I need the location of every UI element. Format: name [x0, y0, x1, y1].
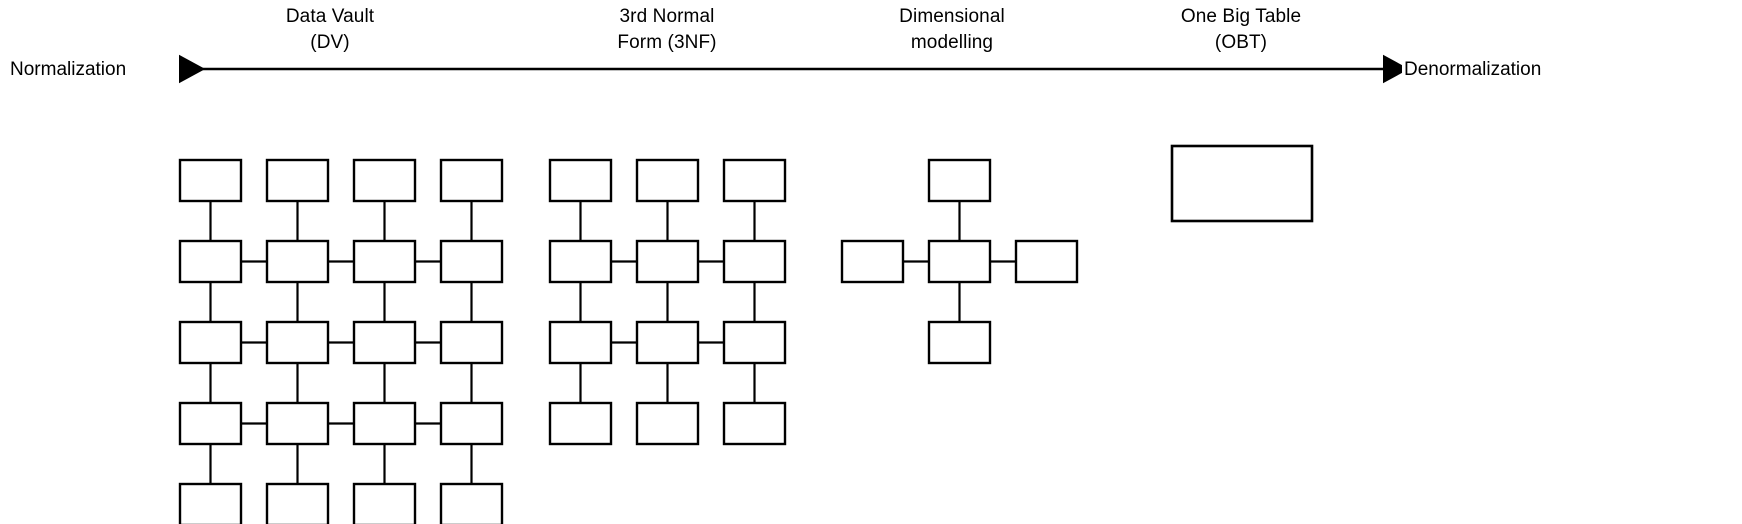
column-header-one-big-table: One Big Table (OBT)	[1180, 6, 1302, 53]
dv-node	[265, 401, 330, 446]
dm-node-right	[1014, 239, 1079, 284]
nf-node	[548, 158, 613, 203]
nf-node	[722, 158, 787, 203]
nf-horizontal-links	[611, 260, 724, 344]
dm-nodes	[840, 158, 1079, 365]
dv-node	[178, 401, 243, 446]
nf-vertical-links	[579, 201, 756, 403]
dv-node	[178, 482, 243, 524]
dm-links	[903, 201, 1016, 322]
nf-node	[722, 320, 787, 365]
obt-node	[1170, 144, 1314, 223]
schema-group-dimensional-modelling	[840, 158, 1079, 365]
dm-node-center	[927, 239, 992, 284]
column-header-data-vault: Data Vault (DV)	[285, 6, 375, 53]
column-header-third-normal-form: 3rd Normal Form (3NF)	[617, 6, 717, 53]
spectrum-arrow	[179, 54, 1402, 84]
dv-node	[178, 320, 243, 365]
nf-node	[548, 239, 613, 284]
dm-node-left	[840, 239, 905, 284]
dv-node	[265, 158, 330, 203]
dv-node	[178, 239, 243, 284]
nf-node	[635, 239, 700, 284]
dm-node-top	[927, 158, 992, 203]
schema-group-one-big-table	[1170, 144, 1314, 223]
dm-node-bottom	[927, 320, 992, 365]
dv-vertical-links	[209, 201, 473, 484]
dv-node	[352, 482, 417, 524]
dv-horizontal-links	[241, 260, 441, 425]
dv-node	[439, 239, 504, 284]
nf-node	[722, 239, 787, 284]
dv-node	[352, 401, 417, 446]
dv-node	[265, 482, 330, 524]
dv-node	[265, 320, 330, 365]
dv-node	[439, 401, 504, 446]
dv-nodes	[178, 158, 504, 524]
dv-node	[265, 239, 330, 284]
nf-node	[635, 320, 700, 365]
nf-node	[635, 158, 700, 203]
axis-label-denormalization: Denormalization	[1404, 59, 1542, 80]
schema-group-data-vault	[178, 158, 504, 524]
axis-label-normalization: Normalization	[10, 59, 127, 80]
nf-node	[635, 401, 700, 446]
schema-group-third-normal-form	[548, 158, 787, 446]
nf-node	[548, 320, 613, 365]
dv-node	[439, 320, 504, 365]
dv-node	[352, 158, 417, 203]
dv-node	[178, 158, 243, 203]
nf-node	[722, 401, 787, 446]
nf-nodes	[548, 158, 787, 446]
dv-node	[439, 482, 504, 524]
dv-node	[439, 158, 504, 203]
dv-node	[352, 239, 417, 284]
nf-node	[548, 401, 613, 446]
dv-node	[352, 320, 417, 365]
column-header-dimensional-modelling: Dimensional modelling	[899, 6, 1005, 53]
